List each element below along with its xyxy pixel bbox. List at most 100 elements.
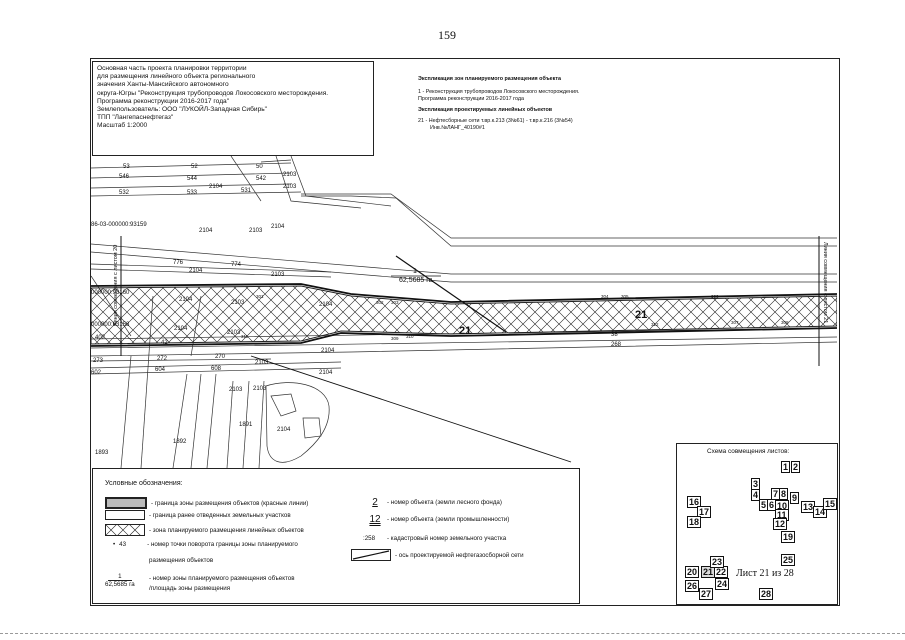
scheme-cell: 18 — [687, 516, 702, 528]
scheme-cell: 17 — [697, 506, 712, 518]
scheme-cell: 16 — [687, 496, 702, 508]
title-line: округа-Югры "Реконструкция трубопроводов… — [97, 89, 329, 97]
parcel-label: 50 — [256, 164, 263, 170]
objects-item: 21 - Нефтесборные сети т.вр.к.213 (3№61)… — [418, 118, 573, 124]
parcel-label: 2103 — [271, 272, 285, 278]
point-label: 304 — [601, 294, 609, 299]
sheet-join-label-right: Линия совмещения с листом 21 — [822, 242, 828, 323]
page-number: 159 — [438, 28, 456, 42]
zones-item: 1 - Реконструкция трубопроводов Локосовс… — [418, 89, 580, 95]
parcel-label: 2104 — [209, 184, 223, 190]
parcel-label: 273 — [93, 358, 104, 364]
scheme-title: Схема совмещения листов: — [707, 448, 790, 455]
parcel-label: 531 — [241, 188, 252, 194]
legend-item: 2 - номер объекта (земли лесного фонда) — [372, 497, 502, 508]
point-label: 308 — [781, 320, 789, 325]
point-label: 301 — [256, 294, 264, 299]
scheme-cell: 12 — [773, 518, 788, 530]
parcel-label: 2103 — [283, 172, 297, 178]
parcel-boundaries — [91, 156, 837, 468]
pipeline-axis-swatch — [351, 549, 391, 561]
title-line: значения Ханты-Мансийского автономного — [97, 81, 229, 89]
title-line: Масштаб 1:2000 — [97, 122, 148, 130]
legend-item-cont: размещения объектов — [149, 557, 214, 564]
parcel-label: 38 — [611, 332, 618, 338]
scheme-cell: 26 — [685, 580, 700, 592]
parcel-label: 402 — [95, 335, 106, 341]
parcel-label: 2104 — [179, 297, 193, 303]
cadastral-label: 000000:93158 — [91, 322, 130, 328]
zone-sample: 1 62,5685 га — [105, 573, 135, 588]
scheme-cell: 9 — [790, 492, 800, 504]
parcel-label: 602 — [91, 370, 102, 376]
cadastral-label: 000000:93160 — [91, 290, 130, 296]
cadastral-label: 86-03-000000:93159 — [91, 222, 147, 228]
sheet-label: Лист 21 из 28 — [736, 568, 794, 579]
pipeline-axis — [395, 255, 507, 333]
parcel-label: 2103 — [229, 387, 243, 393]
parcel-label: 2104 — [174, 326, 188, 332]
legend-item: - номер зоны планируемого размещения объ… — [149, 575, 295, 582]
parcel-label: 2104 — [319, 302, 333, 308]
parcel-label: 542 — [256, 176, 267, 182]
page-bottom-edge — [0, 633, 905, 634]
scheme-cell: 4 — [751, 489, 761, 501]
parcel-label: 2103 — [253, 386, 267, 392]
parcel-label: 544 — [187, 176, 198, 182]
parcel-label: 1892 — [173, 439, 187, 445]
objects-header: Экспликация проектируемых линейных объек… — [418, 107, 553, 113]
scheme-cell: 23 — [710, 556, 725, 568]
point-label: 307 — [731, 320, 739, 325]
zone-swatch — [105, 524, 145, 536]
parcel-label: 53 — [123, 164, 130, 170]
parcel-label: 2104 — [189, 268, 203, 274]
zone-area: 62,5685 га — [399, 277, 433, 284]
scheme-cell: 8 — [779, 488, 789, 500]
scheme-cell: 24 — [715, 578, 730, 590]
point-label: 310 — [406, 334, 414, 339]
objects-item: Инв.№ЛАНГ_40190#1 — [430, 125, 485, 131]
object-number: 21 — [459, 325, 471, 337]
title-line: Основная часть проекта планировки террит… — [97, 65, 247, 72]
legend-item: 12 - номер объекта (земли промышленности… — [369, 514, 510, 525]
zone-number: 1 — [413, 268, 417, 275]
scheme-cell: 27 — [699, 588, 714, 600]
legend-item: - ось проектируемой нефтегазосборной сет… — [351, 549, 524, 561]
point-label: 306 — [711, 294, 719, 299]
red-line-swatch — [105, 497, 147, 509]
parcel-label: 2103 — [231, 300, 245, 306]
scheme-cell: 19 — [781, 531, 796, 543]
parcel-label: 2103 — [255, 360, 269, 366]
parcel-swatch — [105, 510, 145, 520]
point-label: 312 — [651, 322, 659, 327]
title-line: Землепользователь: ООО "ЛУКОЙЛ-Западная … — [97, 106, 268, 114]
parcel-label: 2103 — [283, 184, 297, 190]
parcel-label: 532 — [119, 190, 130, 196]
parcel-label: 2104 — [321, 348, 335, 354]
parcel-label: 533 — [187, 190, 198, 196]
parcel-label: 268 — [611, 342, 622, 348]
scheme-cell: 25 — [781, 554, 796, 566]
legend-header: Условные обозначения: — [105, 480, 183, 487]
scheme-cell: 28 — [759, 588, 774, 600]
sheet-scheme: Схема совмещения листов: 1 2 3 4 5 6 7 8… — [676, 443, 838, 605]
scheme-cell: 20 — [685, 566, 700, 578]
parcel-label: 776 — [173, 260, 184, 266]
parcel-label: 1891 — [239, 422, 253, 428]
point-label: 303 — [391, 300, 399, 305]
explication: Экспликация зон планируемого размещения … — [418, 76, 579, 132]
parcel-label: 2104 — [319, 370, 333, 376]
title-line: для размещения линейного объекта региона… — [97, 73, 256, 81]
parcel-label: 2103 — [249, 228, 263, 234]
legend-item: - зона планируемого размещения линейных … — [105, 524, 304, 536]
point-label: 305 — [621, 294, 629, 299]
parcel-label: 42 — [161, 340, 168, 346]
object-number: 21 — [635, 309, 647, 321]
title-block: Основная часть проекта планировки террит… — [92, 61, 374, 156]
parcel-label: 774 — [231, 262, 242, 268]
planned-zone-band — [91, 285, 837, 345]
title-line: ТПП "Лангепаснефтегаз" — [97, 114, 174, 122]
legend-item: - граница ранее отведенных земельных уча… — [105, 510, 291, 520]
title-line: Программа реконструкции 2016-2017 года" — [97, 97, 230, 105]
parcel-label: 1893 — [95, 450, 109, 456]
